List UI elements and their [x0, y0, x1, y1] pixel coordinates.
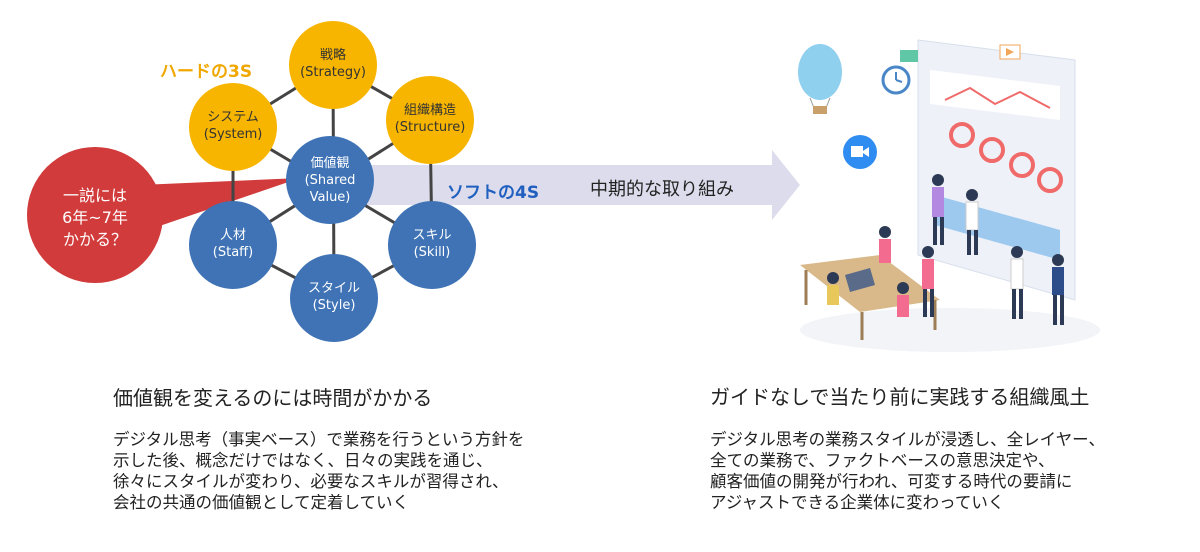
style-en: (Style) — [312, 298, 356, 313]
system-en: (System) — [203, 127, 263, 142]
video-call-icon — [843, 135, 877, 169]
right-section-title: ガイドなしで当たり前に実践する組織風土 — [710, 385, 1090, 409]
shared-value-label: 価値観 (Shared Value) — [280, 155, 380, 206]
shared-value-jp: 価値観 — [310, 156, 350, 171]
left-section-body: デジタル思考（事実ベース）で業務を行うという方針を 示した後、概念だけではなく、… — [113, 429, 524, 513]
soft-4s-label: ソフトの4S — [447, 183, 540, 203]
strategy-circle — [289, 21, 377, 109]
team-dashboard-illustration — [798, 39, 1100, 352]
structure-label: 組織構造 (Structure) — [380, 102, 480, 136]
balloon-text: 一説には 6年~7年 かかる？ — [40, 185, 150, 251]
chat-icon — [900, 44, 1021, 62]
balloon-line: かかる？ — [62, 230, 127, 249]
system-circle — [189, 83, 277, 171]
staff-circle — [189, 201, 277, 289]
shared-value-en2: Value) — [309, 190, 351, 205]
strategy-en: (Strategy) — [300, 65, 366, 80]
left-body-line: 会社の共通の価値観として定着していく — [113, 493, 410, 512]
left-body-line: 示した後、概念だけではなく、日々の実践を通じ、 — [113, 451, 493, 470]
midterm-arrow — [350, 150, 800, 220]
skill-jp: スキル — [412, 228, 452, 243]
right-section-body: デジタル思考の業務スタイルが浸透し、全レイヤー、 全ての業務で、ファクトベースの… — [710, 429, 1105, 513]
right-body-line: 顧客価値の開発が行われ、可変する時代の要請に — [710, 472, 1073, 491]
strategy-jp: 戦略 — [319, 48, 346, 63]
hard-3s-label: ハードの3S — [160, 62, 253, 82]
left-body-line: デジタル思考（事実ベース）で業務を行うという方針を — [113, 430, 525, 449]
system-label: システム (System) — [183, 109, 283, 143]
style-circle — [290, 254, 378, 342]
strategy-label: 戦略 (Strategy) — [283, 47, 383, 81]
staff-jp: 人材 — [219, 228, 246, 243]
system-jp: システム — [207, 110, 259, 125]
balloon-line: 6年~7年 — [62, 208, 128, 227]
skill-label: スキル (Skill) — [382, 227, 482, 261]
shared-value-circle — [286, 136, 374, 224]
skill-circle — [388, 201, 476, 289]
left-section-title: 価値観を変えるのには時間がかかる — [113, 386, 433, 410]
staff-en: (Staff) — [212, 245, 254, 260]
left-body-line: 徐々にスタイルが変わり、必要なスキルが習得され、 — [113, 472, 509, 491]
style-jp: スタイル — [307, 281, 360, 296]
structure-circle — [386, 76, 474, 164]
clock-icon — [881, 65, 911, 95]
shared-value-en1: (Shared — [304, 173, 356, 188]
staff-label: 人材 (Staff) — [183, 227, 283, 261]
structure-jp: 組織構造 — [403, 103, 456, 118]
right-body-line: アジャストできる企業体に変わっていく — [710, 493, 1005, 512]
midterm-arrow-label: 中期的な取り組み — [590, 179, 734, 200]
structure-en: (Structure) — [394, 120, 466, 135]
right-body-line: 全ての業務で、ファクトベースの意思決定や、 — [710, 451, 1055, 470]
balloon-icon — [798, 44, 842, 114]
right-body-line: デジタル思考の業務スタイルが浸透し、全レイヤー、 — [710, 430, 1106, 449]
balloon-line: 一説には — [62, 186, 127, 205]
style-label: スタイル (Style) — [284, 280, 384, 314]
skill-en: (Skill) — [413, 245, 451, 260]
